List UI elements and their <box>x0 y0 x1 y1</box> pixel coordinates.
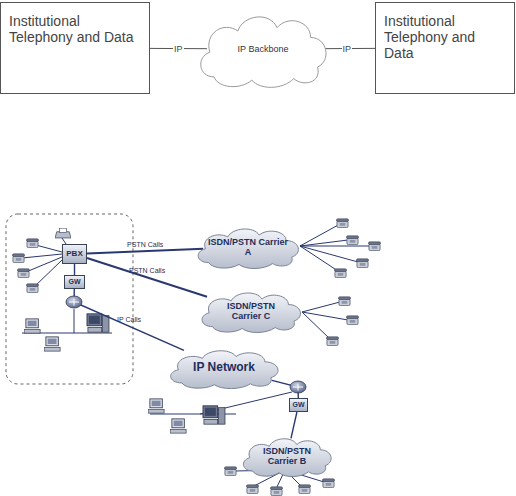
phone-wire <box>302 302 340 312</box>
connector-line <box>74 264 75 275</box>
connector <box>74 289 184 350</box>
phone-icon <box>322 479 334 488</box>
system-box: Institutional Telephony and Data <box>0 2 150 94</box>
phone-wire <box>300 224 340 246</box>
connector-line <box>74 289 184 350</box>
workstation-icon <box>203 406 225 424</box>
phone-icon <box>326 337 338 346</box>
network-cloud: ISDN/PSTN Carrier C <box>196 288 306 334</box>
phone-icon <box>26 284 38 293</box>
device-label: GW <box>292 401 304 409</box>
connector-line <box>291 412 297 438</box>
network-cloud: IP Backbone <box>193 8 333 90</box>
connector <box>291 412 297 438</box>
phone-icon <box>270 487 282 496</box>
phone-icon <box>26 239 38 248</box>
phone-wire <box>34 260 62 287</box>
phone-icon <box>17 269 29 278</box>
edge-label: IP <box>173 44 184 54</box>
phone-wire <box>26 257 62 272</box>
phones <box>12 219 380 496</box>
edge-label: IP <box>342 44 353 54</box>
computer-icon <box>170 419 186 433</box>
cloud-path <box>243 439 331 477</box>
device-box: GW <box>64 275 85 289</box>
connector <box>87 258 207 297</box>
connector <box>87 249 203 254</box>
cloud-label: ISDN/PSTN Carrier A <box>208 237 289 258</box>
lan-wire <box>74 309 75 333</box>
phone-icon <box>356 259 368 268</box>
router-arrows <box>293 384 303 391</box>
phone-wire <box>300 246 338 271</box>
connector <box>74 264 75 275</box>
cloud-label: ISDN/PSTN Carrier B <box>252 446 323 467</box>
router-symbol <box>66 296 82 308</box>
cloud-path <box>201 17 326 87</box>
cloud-path <box>202 293 300 333</box>
system-box: Institutional Telephony and Data <box>375 2 515 94</box>
edge-label: PSTN Calls <box>127 241 163 248</box>
phone-icon <box>346 316 358 325</box>
phone-icon <box>368 242 380 251</box>
phone-icon <box>12 254 24 263</box>
phone-icon <box>336 219 348 228</box>
cloud-label: ISDN/PSTN Carrier C <box>211 301 290 322</box>
cloud-label: IP Network <box>193 361 255 375</box>
computer-icon <box>44 337 60 351</box>
phone-icon <box>246 485 258 494</box>
router-symbol <box>290 381 306 393</box>
site-boundary <box>6 214 133 384</box>
device-box: GW <box>289 398 308 412</box>
fax-icon <box>55 228 71 238</box>
router-body <box>66 296 82 308</box>
connector-line <box>87 258 207 297</box>
router-body <box>290 381 306 393</box>
phone-wire <box>302 312 330 339</box>
phone-icon <box>224 467 236 476</box>
phone-wire <box>300 240 348 246</box>
network-cloud: ISDN/PSTN Carrier A <box>192 224 304 270</box>
device-label: GW <box>68 278 80 286</box>
cloud-path <box>198 229 298 269</box>
box-title: Institutional Telephony and Data <box>9 13 141 45</box>
network-cloud: IP Network <box>164 346 284 390</box>
edge-label: PSTN Calls <box>129 267 165 274</box>
router-arrows <box>69 299 79 306</box>
cloud-path <box>171 351 278 389</box>
device-label: PBX <box>66 249 82 258</box>
phone-wire <box>300 246 358 262</box>
box-title: Institutional Telephony and Data <box>384 13 506 61</box>
edge-label: IP Calls <box>117 316 141 323</box>
device-box: PBX <box>62 244 87 264</box>
phone-icon <box>346 236 358 245</box>
phone-wire <box>300 246 370 247</box>
phone-icon <box>298 485 310 494</box>
phone-icon <box>338 297 350 306</box>
phone-wire <box>22 254 62 258</box>
network-cloud: ISDN/PSTN Carrier B <box>238 434 336 478</box>
cloud-label: IP Backbone <box>238 44 289 54</box>
computer-icon <box>148 399 164 413</box>
phone-wires <box>22 224 370 489</box>
computer-icon <box>24 319 40 333</box>
connector-line <box>87 249 203 254</box>
phone-icon <box>334 269 346 278</box>
